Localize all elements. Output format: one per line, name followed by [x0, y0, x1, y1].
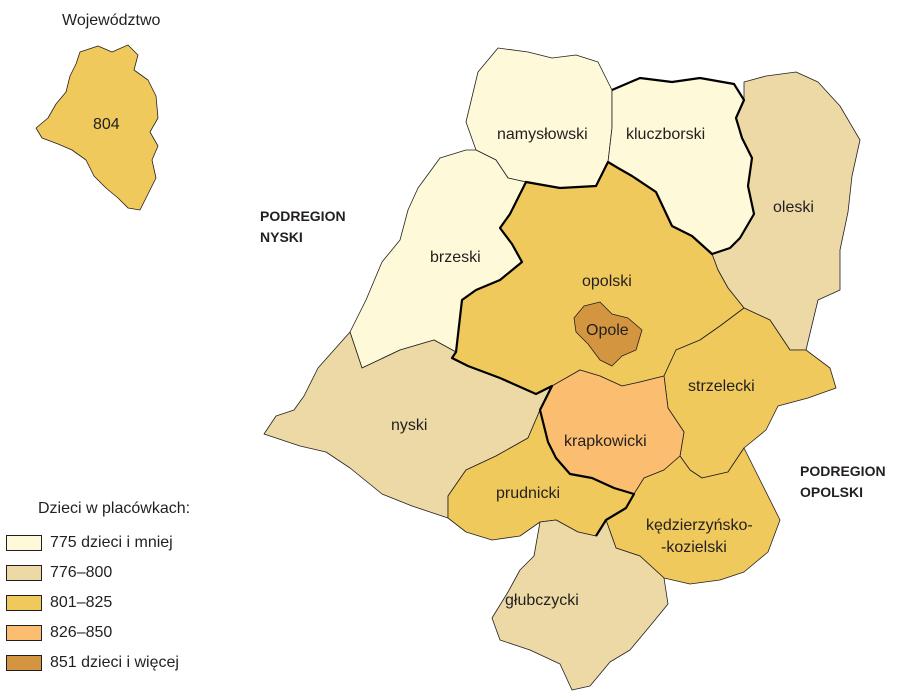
label-glubczycki: głubczycki: [505, 592, 579, 609]
counties: [263, 47, 861, 691]
label-oleski: oleski: [773, 199, 814, 216]
label-krapkowicki: krapkowicki: [564, 433, 647, 450]
legend-swatch: [6, 625, 42, 641]
legend-swatch: [6, 565, 42, 581]
inset-title: Województwo: [62, 12, 161, 29]
label-strzelecki: strzelecki: [688, 378, 755, 395]
inset-value: 804: [93, 116, 120, 133]
legend-title: Dzieci w placówkach:: [38, 500, 191, 517]
legend-label: 851 dzieci i więcej: [50, 654, 179, 671]
subregion-opolski-line2: OPOLSKI: [800, 484, 863, 500]
legend: Dzieci w placówkach: 775 dzieci i mniej …: [6, 500, 266, 678]
label-brzeski: brzeski: [430, 249, 481, 266]
label-kozielski: -kozielski: [661, 539, 727, 556]
label-kedzierzynsko: kędzierzyńsko-: [646, 517, 753, 534]
legend-label: 776–800: [50, 564, 113, 581]
legend-swatch: [6, 595, 42, 611]
subregion-border: [450, 76, 756, 537]
legend-label: 801–825: [50, 594, 113, 611]
legend-swatch: [6, 655, 42, 671]
voivodeship-inset: Województwo 804: [35, 12, 161, 211]
label-opole: Opole: [586, 322, 629, 339]
label-prudnicki: prudnicki: [496, 485, 560, 502]
label-opolski: opolski: [582, 273, 632, 290]
inset-shape: [35, 44, 159, 211]
label-kluczborski: kluczborski: [626, 126, 705, 143]
label-nyski: nyski: [391, 417, 427, 434]
legend-swatch: [6, 535, 42, 551]
subregion-labels: PODREGION NYSKI PODREGION OPOLSKI: [260, 208, 886, 500]
legend-item: 775 dzieci i mniej: [6, 528, 266, 558]
label-namyslowski: namysłowski: [497, 126, 588, 143]
legend-item: 851 dzieci i więcej: [6, 648, 266, 678]
legend-item: 826–850: [6, 618, 266, 648]
legend-label: 826–850: [50, 624, 113, 641]
legend-item: 801–825: [6, 588, 266, 618]
subregion-nyski-line1: PODREGION: [260, 208, 346, 224]
subregion-nyski-line2: NYSKI: [260, 229, 303, 245]
legend-label: 775 dzieci i mniej: [50, 534, 173, 551]
county-labels: namysłowski kluczborski oleski brzeski o…: [391, 126, 814, 609]
legend-item: 776–800: [6, 558, 266, 588]
county-opole-city[interactable]: [573, 301, 643, 367]
subregion-opolski-line1: PODREGION: [800, 463, 886, 479]
